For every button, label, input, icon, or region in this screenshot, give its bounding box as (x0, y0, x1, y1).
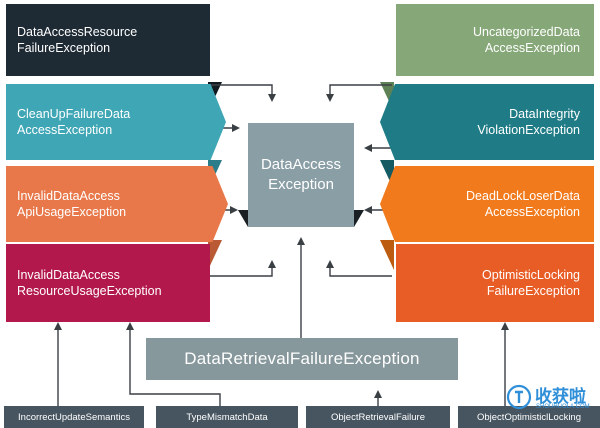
exception-optimistic-locking-failure: OptimisticLocking FailureException (396, 244, 594, 322)
watermark-icon (506, 384, 532, 410)
arrow-left-4 (210, 260, 276, 277)
box-label: AccessException (484, 205, 580, 219)
box-label: DeadLockLoserData (466, 189, 580, 203)
box-label: AccessException (484, 41, 580, 55)
box-label: FailureException (17, 41, 111, 55)
exception-data-access-resource-failure: DataAccessResource FailureException (6, 4, 210, 76)
bottom-label: ObjectOptimisticlLocking (476, 411, 581, 423)
watermark-subtext: SHOUHUOLA.COM (536, 404, 590, 410)
box-label: OptimisticLocking (482, 268, 580, 282)
box-label: AccessException (17, 123, 113, 137)
exception-type-mismatch-data: TypeMismatchData (156, 406, 298, 428)
box-label: FailureException (486, 284, 580, 298)
watermark-text: 收获啦 (535, 387, 586, 406)
exception-incorrect-update-semantics: IncorrectUpdateSemantics (4, 406, 144, 428)
box-label: UncategorizedData (472, 25, 580, 39)
retrieval-label: DataRetrievalFailureException (184, 349, 420, 368)
arrow-right-4 (326, 260, 392, 277)
fold-shadow (208, 240, 222, 270)
center-foot-left (238, 210, 248, 227)
data-retrieval-failure-exception: DataRetrievalFailureException (146, 338, 458, 380)
box-label: DataAccessResource (17, 25, 138, 39)
center-label: Exception (268, 176, 334, 193)
exception-object-retrieval-failure: ObjectRetrievalFailure (306, 406, 450, 428)
exception-object-optimistic-locking: ObjectOptimisticlLocking (458, 406, 600, 428)
arrow-right-1 (326, 84, 392, 102)
box-label: ApiUsageException (17, 205, 127, 219)
box-label: InvalidDataAccess (17, 189, 120, 203)
exception-deadlock-loser-data-access: DeadLockLoserData AccessException (380, 166, 594, 242)
box-label: DataIntegrity (509, 107, 580, 121)
fold-shadow (380, 240, 394, 270)
box-label: ResourceUsageException (17, 284, 162, 298)
data-access-exception-root: DataAccess Exception (248, 123, 354, 227)
exception-cleanup-failure-data-access: CleanUpFailureData AccessException (6, 84, 226, 160)
arrow-type-mismatch (126, 322, 221, 406)
center-label: DataAccess (260, 156, 342, 173)
exception-invalid-data-access-api-usage: InvalidDataAccess ApiUsageException (6, 166, 228, 242)
box-label: InvalidDataAccess (17, 268, 120, 282)
center-foot-right (354, 210, 364, 227)
bottom-label: TypeMismatchData (186, 411, 268, 423)
bottom-label: IncorrectUpdateSemantics (18, 411, 130, 423)
bottom-label: ObjectRetrievalFailure (331, 411, 425, 423)
exception-data-integrity-violation: DataIntegrity ViolationException (380, 84, 594, 160)
watermark-logo: 收获啦 SHOUHUOLA.COM (506, 382, 600, 416)
exception-invalid-data-access-resource-usage: InvalidDataAccess ResourceUsageException (6, 244, 210, 322)
arrow-left-1 (210, 84, 276, 102)
box-label: CleanUpFailureData (17, 107, 131, 121)
box-label: ViolationException (477, 123, 580, 137)
exception-uncategorized-data-access: UncategorizedData AccessException (396, 4, 594, 76)
